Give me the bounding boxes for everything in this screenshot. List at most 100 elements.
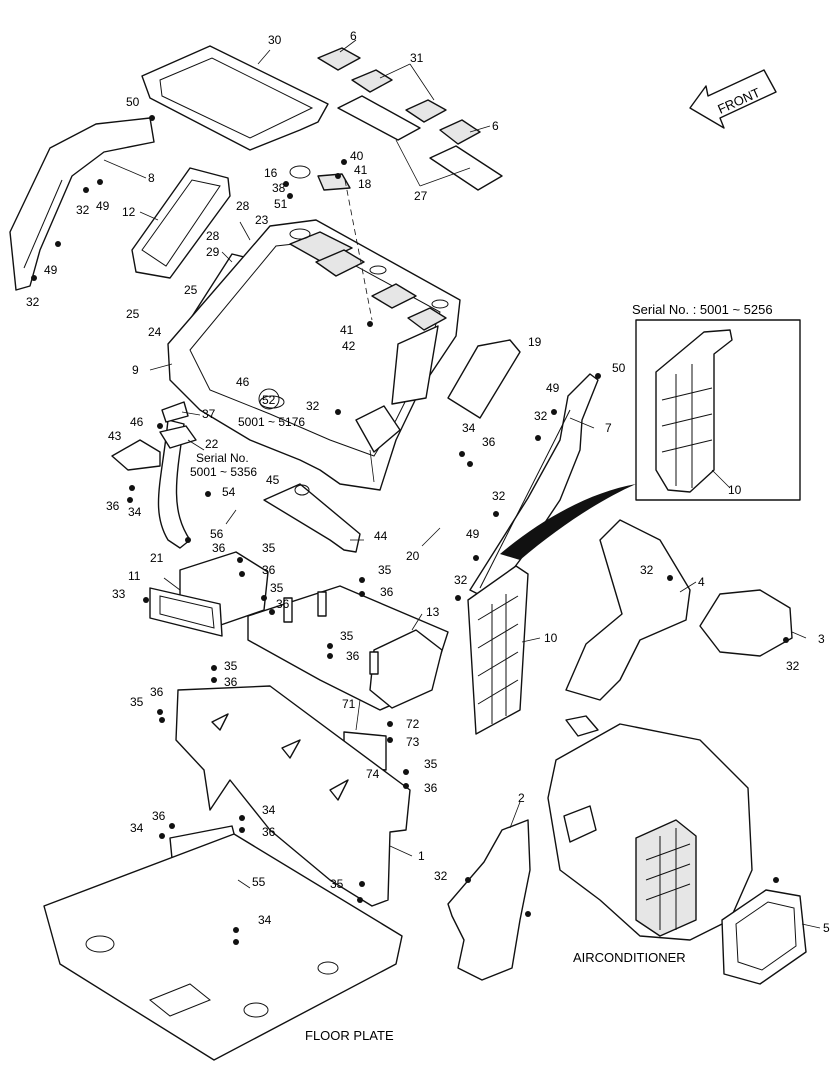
callout-55: 55: [252, 875, 266, 889]
part-8-left-duct: [9, 117, 155, 291]
callout-45: 45: [266, 473, 280, 487]
part-10-grille-panel: [467, 565, 529, 735]
callout-72: 72: [406, 717, 420, 731]
part-11-frame: [149, 587, 223, 637]
callout-32h: 32: [786, 659, 800, 673]
part-3-duct: [699, 589, 793, 657]
leader-lines: [139, 39, 821, 929]
callout-42: 42: [342, 339, 356, 353]
part-6-31-vent-grilles: [317, 47, 503, 191]
callout-36a: 36: [482, 435, 496, 449]
callout-36g: 36: [346, 649, 360, 663]
callout-7: 7: [605, 421, 612, 435]
callout-54: 54: [222, 485, 236, 499]
callout-71: 71: [342, 697, 356, 711]
callout-25a: 25: [184, 283, 198, 297]
callout-21: 21: [150, 551, 164, 565]
callout-36d: 36: [262, 563, 276, 577]
callout-46a: 46: [236, 375, 250, 389]
callout-25b: 25: [126, 307, 140, 321]
callout-34e: 34: [258, 913, 272, 927]
callout-35f: 35: [130, 695, 144, 709]
callout-1: 1: [418, 849, 425, 863]
callout-46b: 46: [130, 415, 144, 429]
callout-34b: 34: [128, 505, 142, 519]
part-mount-plate: [247, 585, 449, 711]
callout-36c: 36: [212, 541, 226, 555]
callout-37: 37: [202, 407, 216, 421]
callout-10a: 10: [728, 483, 742, 497]
floor-plate: [43, 833, 403, 1061]
callout-36k: 36: [262, 825, 276, 839]
callout-52: 52: [262, 393, 276, 407]
callout-35b: 35: [378, 563, 392, 577]
callout-13: 13: [426, 605, 440, 619]
callout-73: 73: [406, 735, 420, 749]
airconditioner-unit: [547, 715, 753, 941]
part-43-bracket-hose: [111, 401, 197, 549]
callout-52-circle: [258, 388, 280, 410]
callout-28b: 28: [206, 229, 220, 243]
callout-35g: 35: [424, 757, 438, 771]
callout-9: 9: [132, 363, 139, 377]
callout-6b: 6: [492, 119, 499, 133]
serial-inset-box: Serial No. : 5001 ~ 5256: [500, 302, 801, 560]
callout-35d: 35: [340, 629, 354, 643]
callout-40: 40: [350, 149, 364, 163]
callout-35e: 35: [224, 659, 238, 673]
part-7-right-duct: [469, 373, 599, 601]
part-44-bracket: [263, 483, 361, 553]
callout-36j: 36: [424, 781, 438, 795]
callout-32f: 32: [454, 573, 468, 587]
callout-31: 31: [410, 51, 424, 65]
callout-43: 43: [108, 429, 122, 443]
callout-8: 8: [148, 171, 155, 185]
callout-36h: 36: [224, 675, 238, 689]
callout-35c: 35: [270, 581, 284, 595]
callout-32d: 32: [534, 409, 548, 423]
callout-35a: 35: [262, 541, 276, 555]
callout-50b: 50: [612, 361, 626, 375]
part-18-bracket: [289, 165, 373, 321]
serial-range-label: 5001 ~ 5176: [238, 415, 305, 429]
callout-32a: 32: [76, 203, 90, 217]
callout-56: 56: [210, 527, 224, 541]
callout-32g: 32: [640, 563, 654, 577]
callout-4: 4: [698, 575, 705, 589]
callout-34a: 34: [462, 421, 476, 435]
airconditioner-label: AIRCONDITIONER: [573, 950, 686, 965]
callout-51: 51: [274, 197, 288, 211]
part-4-duct: [565, 519, 691, 701]
callout-23: 23: [255, 213, 269, 227]
serial-mid-label-2: 5001 ~ 5356: [190, 465, 257, 479]
callout-28a: 28: [236, 199, 250, 213]
callout-36f: 36: [380, 585, 394, 599]
callout-32c: 32: [306, 399, 320, 413]
fasteners: [31, 115, 789, 945]
callout-5: 5: [823, 921, 830, 935]
callout-41a: 41: [354, 163, 368, 177]
callout-36l: 36: [152, 809, 166, 823]
callout-2: 2: [518, 791, 525, 805]
callout-34c: 34: [262, 803, 276, 817]
callout-41b: 41: [340, 323, 354, 337]
serial-top-label: Serial No. : 5001 ~ 5256: [632, 302, 773, 317]
part-30-roof-panel: [141, 45, 329, 151]
callout-20: 20: [406, 549, 420, 563]
callout-29: 29: [206, 245, 220, 259]
callout-49a: 49: [96, 199, 110, 213]
callout-27: 27: [414, 189, 428, 203]
callout-32b: 32: [26, 295, 40, 309]
callout-32e: 32: [492, 489, 506, 503]
callout-74: 74: [366, 767, 380, 781]
callout-35h: 35: [330, 877, 344, 891]
callout-49d: 49: [466, 527, 480, 541]
callout-6a: 6: [350, 29, 357, 43]
callout-11: 11: [128, 569, 141, 583]
callout-16: 16: [264, 166, 278, 180]
callout-49c: 49: [546, 381, 560, 395]
callout-numbers: 1 2 3 4 5 6 6 7 8 9 10 10 11 12 13 16 18…: [26, 29, 830, 935]
callout-36e: 36: [276, 597, 290, 611]
